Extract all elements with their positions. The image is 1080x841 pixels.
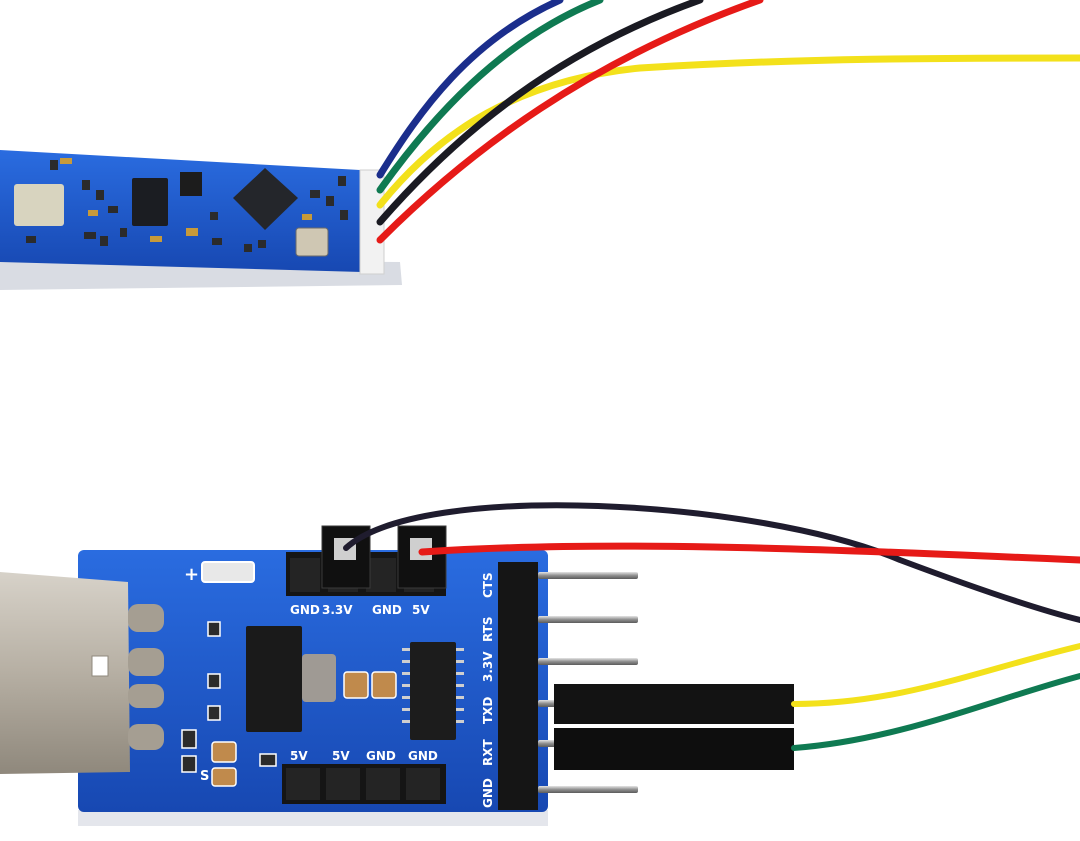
sensor-wire-black (376, 0, 704, 226)
side-header: CTS RTS 3.3V TXD RXT GND (481, 562, 638, 810)
top-label-3: GND (372, 603, 402, 617)
usb-tab-3 (128, 684, 164, 708)
adapter-wire-green (791, 673, 1080, 751)
usb-connector (0, 572, 164, 774)
smd-cap-4 (211, 767, 237, 787)
bottom-pin-1 (286, 768, 320, 800)
side-pin-1 (538, 572, 638, 579)
adapter-wire-red (418, 542, 1080, 564)
bottom-pin-4 (406, 768, 440, 800)
top-label-4: 5V (412, 603, 430, 617)
usb-adapter-shadow (78, 810, 548, 826)
usb-smd-parts (181, 621, 277, 773)
sensor-smd-parts (26, 160, 348, 252)
bottom-header: 5V 5V GND GND (282, 749, 446, 804)
sensor-module (0, 150, 402, 290)
side-pin-3 (538, 658, 638, 665)
side-pin-6 (538, 786, 638, 793)
side-pins (538, 572, 638, 793)
sensor-chip-black-1 (132, 178, 168, 226)
sensor-crystal (295, 227, 329, 257)
adapter-wires (343, 502, 1080, 751)
chip-marking: S (200, 769, 209, 784)
dupont-housing-top (554, 684, 794, 724)
usb-adapter: + S (0, 525, 794, 826)
top-labels: GND 3.3V GND 5V (290, 603, 430, 617)
adapter-wire-black (343, 502, 1080, 623)
sensor-wire-green (376, 0, 604, 194)
side-label-txd: TXD (481, 697, 495, 724)
side-label-cts: CTS (481, 572, 495, 598)
bottom-label-1: 5V (290, 749, 308, 763)
side-labels: CTS RTS 3.3V TXD RXT GND (481, 572, 495, 808)
usb-hole (91, 655, 109, 677)
side-pin-4 (538, 700, 558, 707)
side-label-rxt: RXT (481, 739, 495, 766)
usb-tab-1 (128, 604, 164, 632)
ldo-tab (302, 654, 336, 702)
smd-cap-1 (343, 671, 369, 699)
bottom-pin-3 (366, 768, 400, 800)
ldo-regulator (246, 626, 302, 732)
usb-tab-4 (128, 724, 164, 750)
top-pin-1 (290, 558, 320, 592)
usb-shell (0, 572, 130, 774)
side-pin-5 (538, 740, 558, 747)
sensor-wire-red (376, 0, 764, 244)
top-pin-3 (366, 558, 396, 592)
smd-cap-2 (371, 671, 397, 699)
chip-pins (402, 648, 464, 723)
sensor-chip-black-2 (180, 172, 202, 196)
bottom-label-4: GND (408, 749, 438, 763)
bottom-label-3: GND (366, 749, 396, 763)
usb-led (201, 561, 255, 583)
sensor-smd-gold (60, 158, 312, 242)
dupont-housing-bottom (554, 728, 794, 770)
top-label-2: 3.3V (322, 603, 353, 617)
side-label-rts: RTS (481, 616, 495, 642)
side-header-body (498, 562, 538, 810)
bottom-pin-2 (326, 768, 360, 800)
smd-cap-3 (211, 741, 237, 763)
plus-sign: + (184, 564, 199, 585)
sensor-wires (376, 0, 1080, 244)
side-pin-2 (538, 616, 638, 623)
top-label-1: GND (290, 603, 320, 617)
side-label-33v: 3.3V (481, 651, 495, 682)
adapter-wire-yellow (791, 643, 1080, 707)
sensor-wire-blue (376, 0, 564, 179)
bottom-label-2: 5V (332, 749, 350, 763)
usb-tab-2 (128, 648, 164, 676)
ch340-chip (410, 642, 456, 740)
sensor-wire-yellow (376, 54, 1080, 209)
sensor-chip-white (14, 184, 64, 226)
sensor-chip-qfn (233, 168, 298, 230)
side-label-gnd: GND (481, 778, 495, 808)
